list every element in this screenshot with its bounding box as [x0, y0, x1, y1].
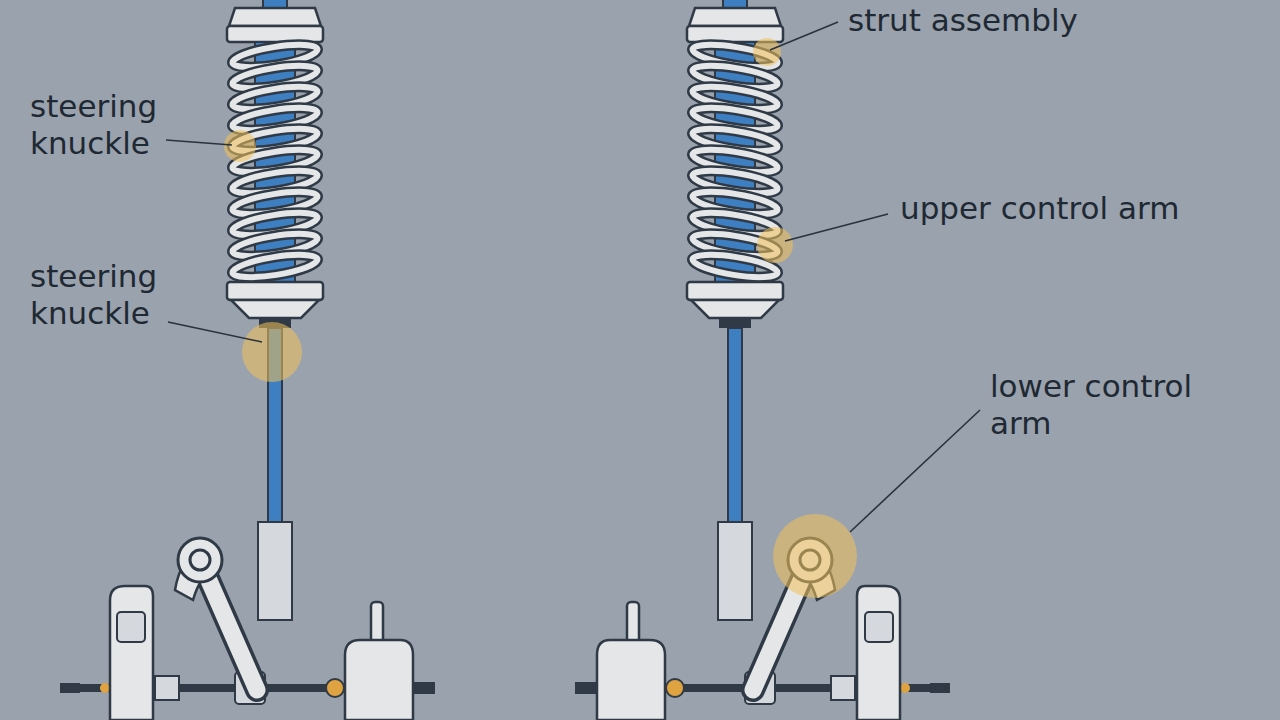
strut-right — [575, 0, 950, 720]
highlight-spot — [773, 514, 857, 598]
part-label: lower control arm — [990, 368, 1230, 442]
highlight-spot — [224, 38, 857, 598]
strut-right — [575, 0, 950, 720]
part-label: upper control arm — [900, 190, 1270, 227]
highlight-spot — [224, 130, 256, 162]
leader-line — [166, 22, 980, 532]
highlight-spot — [753, 38, 781, 66]
part-label: strut assembly — [848, 2, 1268, 39]
highlight-spot — [242, 322, 302, 382]
part-label: steering knuckle — [30, 258, 190, 332]
leader-line — [166, 140, 232, 145]
leader-line — [770, 22, 838, 50]
part-label: steering knuckle — [30, 88, 190, 162]
leader-line — [168, 322, 262, 342]
leader-line — [850, 410, 980, 532]
leader-line — [785, 214, 888, 241]
highlight-spot — [757, 227, 793, 263]
